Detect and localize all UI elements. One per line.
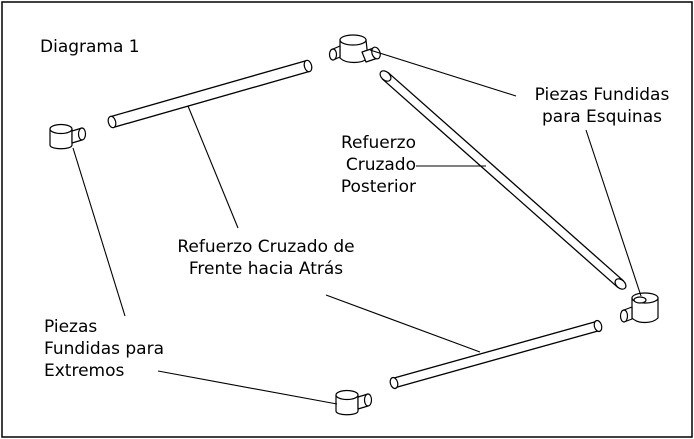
label-end-castings: Piezas Fundidas para Extremos — [44, 317, 164, 381]
leader-end-left — [72, 147, 126, 317]
leader-front-back-brace-top — [187, 105, 239, 229]
leader-front-back-brace-bottom — [325, 294, 481, 353]
leader-end-bottom — [157, 370, 338, 405]
diagram-title: Diagrama 1 — [40, 37, 140, 57]
label-corner-castings: Piezas Fundidas para Esquinas — [534, 85, 670, 127]
leader-corner-right — [585, 129, 642, 297]
leader-corner-top — [369, 49, 517, 97]
lower-cross-brace-tube — [389, 319, 603, 390]
top-corner-casting — [328, 34, 381, 64]
right-corner-casting — [619, 292, 659, 324]
label-front-back-cross-brace: Refuerzo Cruzado de Frente hacia Atrás — [177, 237, 355, 279]
top-cross-brace-tube — [107, 59, 313, 129]
left-end-casting — [49, 123, 87, 150]
bottom-end-casting — [335, 389, 373, 416]
rear-cross-brace-tube — [379, 70, 627, 290]
label-rear-cross-brace: Refuerzo Cruzado Posterior — [340, 133, 416, 197]
